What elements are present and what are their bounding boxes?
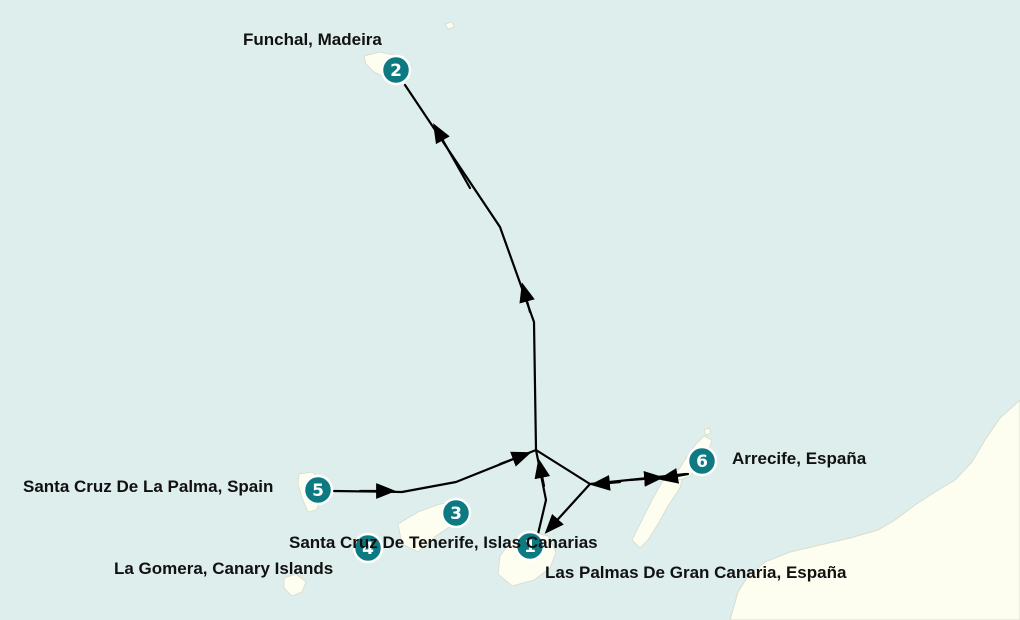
route-arrow-from-arrecife	[658, 468, 690, 484]
port-label-3: Santa Cruz De Tenerife, Islas Canarias	[289, 533, 598, 552]
port-number-3: 3	[450, 504, 462, 524]
port-marker-2[interactable]: 2	[380, 54, 412, 86]
routes	[332, 83, 690, 536]
port-number-5: 5	[312, 481, 324, 501]
port-marker-5[interactable]: 5	[302, 474, 334, 506]
port-label-1: Las Palmas De Gran Canaria, España	[545, 563, 847, 582]
port-number-1: 1	[524, 537, 536, 557]
port-number-6: 6	[696, 452, 708, 472]
port-number-4: 4	[362, 539, 374, 559]
route-arrow-funchal-upper	[433, 123, 472, 190]
island-porto-santo	[444, 21, 455, 30]
port-marker-1[interactable]: 1	[514, 530, 546, 562]
port-marker-6[interactable]: 6	[686, 445, 718, 477]
route-arrow-las-palmas	[534, 458, 551, 488]
route-arrow-funchal-lower	[519, 282, 535, 314]
port-label-6: Arrecife, España	[732, 449, 867, 468]
mainland-africa	[729, 399, 1020, 620]
route-arrow-la-palma-hub	[498, 451, 532, 467]
port-marker-4[interactable]: 4	[352, 532, 384, 564]
island-fuerteventura	[631, 471, 685, 549]
port-number-2: 2	[390, 61, 402, 81]
route-junction-to-las-palmas	[544, 482, 592, 534]
route-arrow-to-junction	[590, 475, 622, 491]
port-label-4: La Gomera, Canary Islands	[114, 559, 333, 578]
port-label-5: Santa Cruz De La Palma, Spain	[23, 477, 273, 496]
island-graciosa	[703, 427, 712, 436]
island-el-hierro	[283, 573, 307, 597]
route-hub-to-junction	[534, 448, 592, 486]
port-marker-3[interactable]: 3	[440, 497, 472, 529]
port-label-2: Funchal, Madeira	[243, 30, 382, 49]
route-arrow-to-arrecife	[628, 471, 664, 487]
